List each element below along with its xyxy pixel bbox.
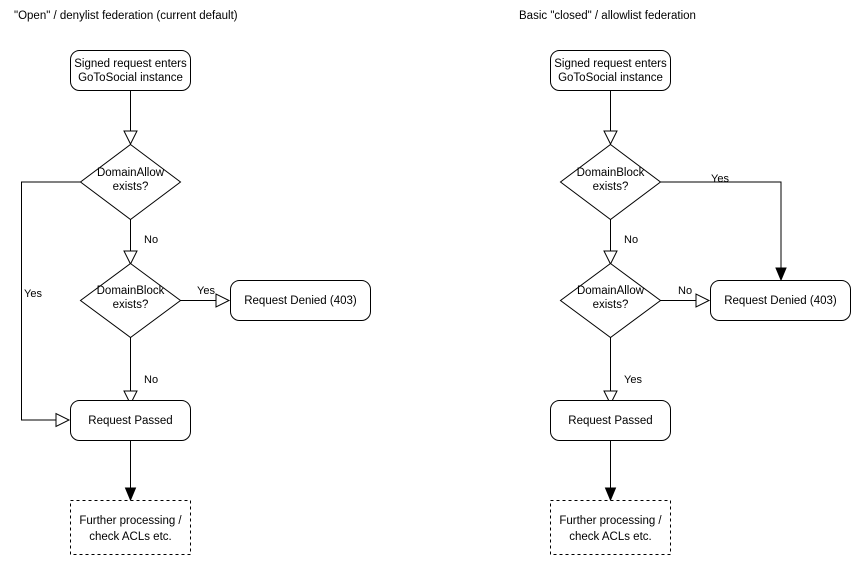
edge-label-decision1-yes: Yes (24, 288, 42, 300)
node-denied-left[interactable]: Request Denied (403) (230, 280, 371, 321)
edge-label-decision1-no: No (624, 234, 638, 246)
edge-decision1-yes-left: Yes (21, 181, 81, 428)
decision2-label-line2: exists? (593, 299, 629, 311)
decision1-label-line2: exists? (593, 181, 629, 193)
edge-label-decision2-no: No (144, 374, 158, 386)
entry-label-line1: Signed request enters (74, 58, 187, 70)
edge-passed-to-further-left (124, 440, 137, 502)
panel-title-closed-federation: Basic "closed" / allowlist federation (519, 10, 696, 22)
arrowhead-filled-down (124, 487, 137, 502)
arrowhead-open-right (695, 293, 711, 308)
further-label-line1: Further processing / (79, 515, 182, 527)
edge-passed-to-further-right (604, 440, 617, 502)
arrowhead-open-down (123, 390, 138, 406)
decision2-label-line1: DomainBlock (97, 285, 165, 297)
node-entry-right[interactable]: Signed request enters GoToSocial instanc… (550, 50, 671, 91)
panel-closed-federation: Basic "closed" / allowlist federation Si… (519, 10, 851, 555)
edge-label-decision2-yes: Yes (197, 285, 215, 297)
further-label-line2: check ACLs etc. (89, 531, 171, 543)
arrowhead-open-right (215, 293, 231, 308)
decision1-label-line1: DomainBlock (577, 167, 645, 179)
node-decision2-right[interactable]: DomainAllow exists? (559, 262, 662, 339)
decision1-label-line2: exists? (113, 181, 149, 193)
denied-label: Request Denied (403) (724, 295, 837, 307)
further-box-shape (70, 500, 191, 555)
edge-label-decision2-yes: Yes (624, 374, 642, 386)
entry-box-shape (70, 50, 191, 91)
node-decision1-left[interactable]: DomainAllow exists? (79, 143, 182, 221)
edge-decision1-yes-right: Yes (660, 173, 787, 282)
edge-label-decision2-no: No (678, 285, 692, 297)
node-entry-left[interactable]: Signed request enters GoToSocial instanc… (70, 50, 191, 91)
edge-decision1-no-right: No (603, 219, 638, 266)
edge-decision2-no-right: No (660, 285, 711, 308)
decision2-label-line2: exists? (113, 299, 149, 311)
arrowhead-filled-down (775, 267, 787, 282)
decision2-label-line1: DomainAllow (577, 285, 645, 297)
arrowhead-open-down (603, 130, 618, 146)
further-label-line1: Further processing / (559, 515, 662, 527)
edge-decision2-no-left: No (123, 337, 158, 406)
further-label-line2: check ACLs etc. (569, 531, 651, 543)
node-further-left[interactable]: Further processing / check ACLs etc. (70, 500, 191, 555)
arrowhead-open-down (123, 250, 138, 266)
arrowhead-filled-down (604, 487, 617, 502)
node-denied-right[interactable]: Request Denied (403) (710, 280, 851, 321)
passed-label: Request Passed (88, 415, 172, 427)
edge-label-decision1-no: No (144, 234, 158, 246)
entry-box-shape (550, 50, 671, 91)
decision1-label-line1: DomainAllow (97, 167, 165, 179)
node-decision1-right[interactable]: DomainBlock exists? (559, 143, 662, 221)
edge-decision2-yes-left: Yes (180, 285, 231, 308)
arrowhead-open-down (603, 250, 618, 266)
panel-title-open-federation: "Open" / denylist federation (current de… (14, 10, 238, 22)
panel-open-federation: "Open" / denylist federation (current de… (14, 10, 371, 555)
edge-decision2-yes-right: Yes (603, 337, 642, 406)
edge-entry-to-decision1-left (123, 90, 138, 146)
entry-label-line2: GoToSocial instance (558, 72, 663, 84)
node-passed-right[interactable]: Request Passed (550, 400, 671, 441)
denied-label: Request Denied (403) (244, 295, 357, 307)
edge-decision1-no-left: No (123, 219, 158, 266)
edge-entry-to-decision1-right (603, 90, 618, 146)
arrowhead-open-down (603, 390, 618, 406)
node-decision2-left[interactable]: DomainBlock exists? (79, 262, 182, 339)
entry-label-line1: Signed request enters (554, 58, 667, 70)
denied-box-shape (230, 280, 371, 321)
entry-label-line2: GoToSocial instance (78, 72, 183, 84)
edge-label-decision1-yes: Yes (711, 173, 729, 185)
further-box-shape (550, 500, 671, 555)
passed-label: Request Passed (568, 415, 652, 427)
node-passed-left[interactable]: Request Passed (70, 400, 191, 441)
arrowhead-open-down (123, 130, 138, 146)
node-further-right[interactable]: Further processing / check ACLs etc. (550, 500, 671, 555)
arrowhead-open-right (55, 412, 71, 428)
